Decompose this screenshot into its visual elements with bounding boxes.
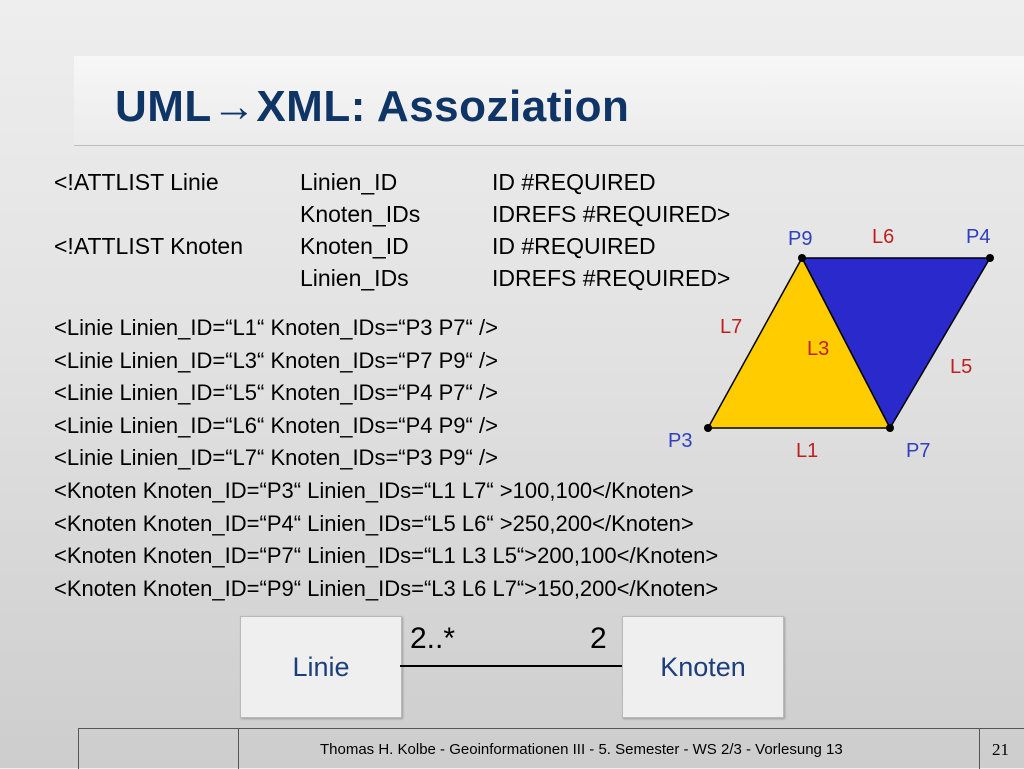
- label-l6: L6: [872, 226, 895, 248]
- footer-divider: [979, 729, 980, 769]
- node-p4: [986, 254, 994, 262]
- xml-line: <Linie Linien_ID=“L7“ Knoten_IDs=“P3 P9“…: [54, 445, 498, 471]
- geometry-diagram: P9 L6 P4 L7 L3 L5 P3 L1 P7: [640, 220, 1024, 470]
- dtd-row-3-attr: Knoten_ID: [300, 233, 409, 259]
- title-bar: [74, 56, 1024, 146]
- label-l7: L7: [720, 316, 743, 338]
- footer-text: Thomas H. Kolbe - Geoinformationen III -…: [320, 741, 843, 758]
- dtd-row-4-attr: Linien_IDs: [300, 265, 409, 291]
- xml-line: <Knoten Knoten_ID=“P4“ Linien_IDs=“L5 L6…: [54, 510, 694, 536]
- dtd-row-2-attr: Knoten_IDs: [300, 201, 421, 227]
- dtd-row-1-keyword: <!ATTLIST Linie: [54, 169, 219, 195]
- dtd-row-3-keyword: <!ATTLIST Knoten: [54, 233, 243, 259]
- page-number: 21: [992, 740, 1009, 759]
- xml-line: <Knoten Knoten_ID=“P7“ Linien_IDs=“L1 L3…: [54, 543, 719, 569]
- label-p4: P4: [966, 226, 991, 248]
- xml-line: <Knoten Knoten_ID=“P3“ Linien_IDs=“L1 L7…: [54, 477, 694, 503]
- title-uml: UML: [115, 82, 212, 131]
- dtd-row-1-attr: Linien_ID: [300, 169, 398, 195]
- xml-line: <Linie Linien_ID=“L6“ Knoten_IDs=“P4 P9“…: [54, 412, 498, 438]
- uml-class-name: Knoten: [660, 651, 746, 682]
- node-p3: [704, 424, 712, 432]
- multiplicity-right: 2: [590, 622, 607, 655]
- footer-divider: [238, 729, 239, 769]
- title-xml: XML: Assoziation: [256, 82, 630, 131]
- label-p9: P9: [788, 228, 813, 250]
- uml-class-name: Linie: [292, 651, 350, 682]
- label-l3: L3: [807, 338, 830, 360]
- slide-title: UML→XML: Assoziation: [115, 82, 629, 132]
- xml-instance-block: <Linie Linien_ID=“L1“ Knoten_IDs=“P3 P7“…: [54, 312, 718, 605]
- label-p3: P3: [668, 430, 693, 452]
- xml-line: <Knoten Knoten_ID=“P9“ Linien_IDs=“L3 L6…: [54, 575, 719, 601]
- right-arrow-icon: →: [211, 82, 257, 131]
- footer-bar: Thomas H. Kolbe - Geoinformationen III -…: [78, 728, 1024, 769]
- dtd-row-3-type: ID #REQUIRED: [492, 233, 656, 259]
- label-l5: L5: [950, 356, 973, 378]
- uml-class-knoten: Knoten: [622, 616, 784, 718]
- node-p9: [798, 254, 806, 262]
- dtd-row-1-type: ID #REQUIRED: [492, 169, 656, 195]
- association-line: [400, 665, 622, 667]
- xml-line: <Linie Linien_ID=“L5“ Knoten_IDs=“P4 P7“…: [54, 380, 498, 406]
- geometry-svg: [704, 254, 994, 432]
- uml-class-linie: Linie: [240, 616, 402, 718]
- label-p7: P7: [906, 440, 931, 462]
- label-l1: L1: [796, 440, 819, 462]
- yellow-triangle: [706, 256, 892, 429]
- multiplicity-left: 2..*: [410, 622, 456, 655]
- xml-line: <Linie Linien_ID=“L1“ Knoten_IDs=“P3 P7“…: [54, 315, 498, 340]
- footer-divider: [78, 729, 79, 769]
- xml-line: <Linie Linien_ID=“L3“ Knoten_IDs=“P7 P9“…: [54, 347, 498, 373]
- dtd-row-2-type: IDREFS #REQUIRED>: [492, 201, 731, 227]
- dtd-row-4-type: IDREFS #REQUIRED>: [492, 265, 731, 291]
- node-p7: [886, 424, 894, 432]
